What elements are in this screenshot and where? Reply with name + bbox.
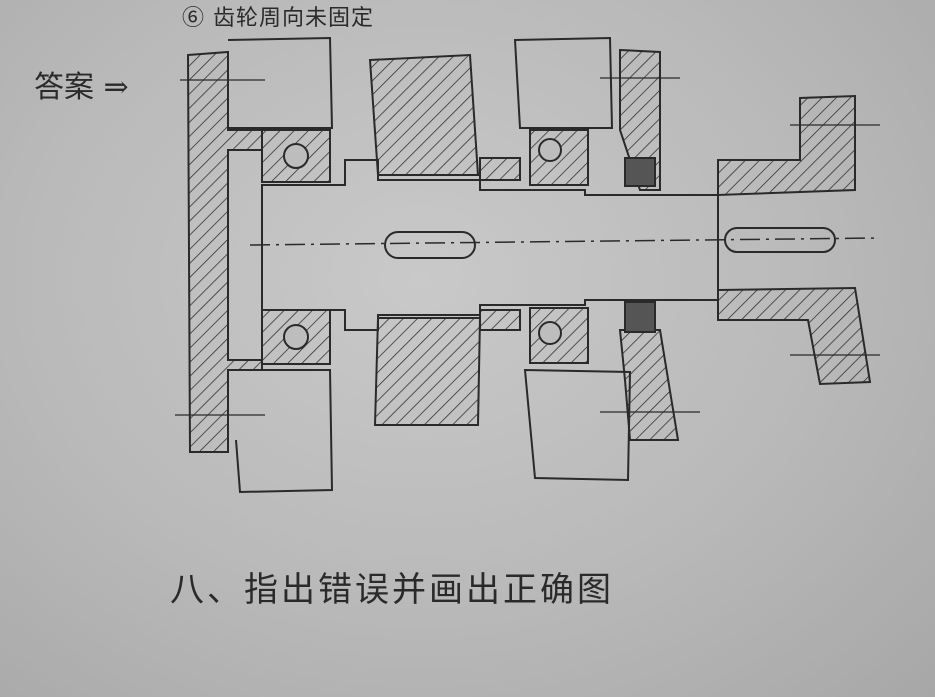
spacer-sleeve (479, 157, 521, 181)
gear-keyway (384, 231, 476, 259)
felt-seal (624, 157, 656, 187)
coupling-keyway (724, 227, 836, 253)
left-bearing (261, 129, 331, 365)
coupling (717, 94, 872, 386)
error-note: ⑥ 齿轮周向未固定 (182, 6, 374, 31)
gear (368, 53, 521, 426)
answer-label: 答案 ⇒ (34, 70, 129, 105)
center-lines (175, 77, 880, 416)
right-end-cap (513, 36, 680, 482)
left-end-cap (186, 36, 334, 494)
question-title: 八、指出错误并画出正确图 (170, 570, 614, 610)
right-bearing (529, 129, 656, 364)
